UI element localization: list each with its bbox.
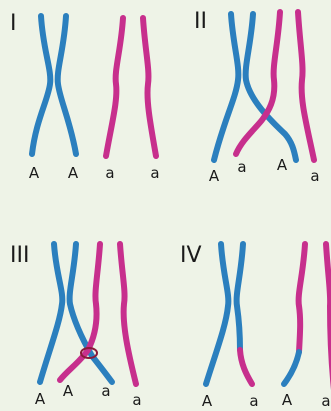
panel-4-allele-2: a (249, 392, 258, 410)
panel-3: III A A a a (10, 243, 142, 409)
panel-1-maternal-chromosome (32, 16, 76, 154)
panel-4-allele-4: a (321, 392, 330, 410)
panel-3-allele-2: A (63, 382, 74, 400)
panel-3-maternal-chromatid-left (40, 244, 62, 382)
panel-1-label: I (10, 11, 17, 36)
panel-4-paternal-chromatid-right (326, 244, 331, 390)
panel-3-allele-3: a (101, 382, 110, 400)
panel-1-allele-1: A (29, 164, 40, 182)
panel-2-paternal-chromatid-crossing (236, 12, 280, 154)
panel-1-allele-4: a (150, 164, 159, 182)
panel-3-label: III (10, 243, 29, 268)
panel-3-allele-4: a (132, 391, 141, 409)
panel-2-maternal-chromatid-crossing (246, 14, 296, 160)
panel-4-paternal-chromatid-left-upper (299, 244, 305, 352)
panel-4-paternal-chromosome (284, 244, 331, 390)
panel-4-maternal-chromatid-right-upper (237, 244, 243, 350)
panel-4-allele-1: A (202, 392, 213, 410)
panel-4-maternal-chromatid-right-recombinant (240, 350, 252, 384)
panel-2-allele-3: A (277, 156, 288, 174)
panel-1-paternal-chromosome (106, 18, 156, 156)
panel-4-maternal-chromatid-left (206, 244, 228, 384)
panel-2-maternal-chromosome (214, 14, 296, 160)
panel-1-paternal-chromatid-left (106, 18, 123, 156)
panel-2-maternal-chromatid-left (214, 14, 238, 160)
panel-1-maternal-chromatid-left (32, 16, 50, 154)
panel-2-label: II (194, 9, 207, 34)
panel-1-allele-2: A (68, 164, 79, 182)
panel-2-allele-1: A (209, 167, 220, 185)
panel-1-paternal-chromatid-right (143, 18, 156, 156)
panel-4-label: IV (180, 243, 202, 268)
panel-3-allele-1: A (35, 390, 46, 408)
panel-3-paternal-chromatid-right (120, 244, 136, 384)
panel-1-allele-3: a (105, 164, 114, 182)
panel-2: II A a A a (194, 9, 320, 185)
panel-2-allele-2: a (237, 158, 246, 176)
panel-2-paternal-chromatid-right (298, 12, 314, 160)
panel-1-maternal-chromatid-right (58, 16, 76, 154)
panel-4-maternal-chromosome (206, 244, 252, 384)
panel-4-paternal-chromatid-left-recombinant (284, 352, 299, 384)
panel-4: IV A a A a (180, 243, 331, 410)
panel-1: I A A a a (10, 11, 160, 182)
panel-4-allele-3: A (282, 391, 293, 409)
panel-2-allele-4: a (310, 167, 319, 185)
